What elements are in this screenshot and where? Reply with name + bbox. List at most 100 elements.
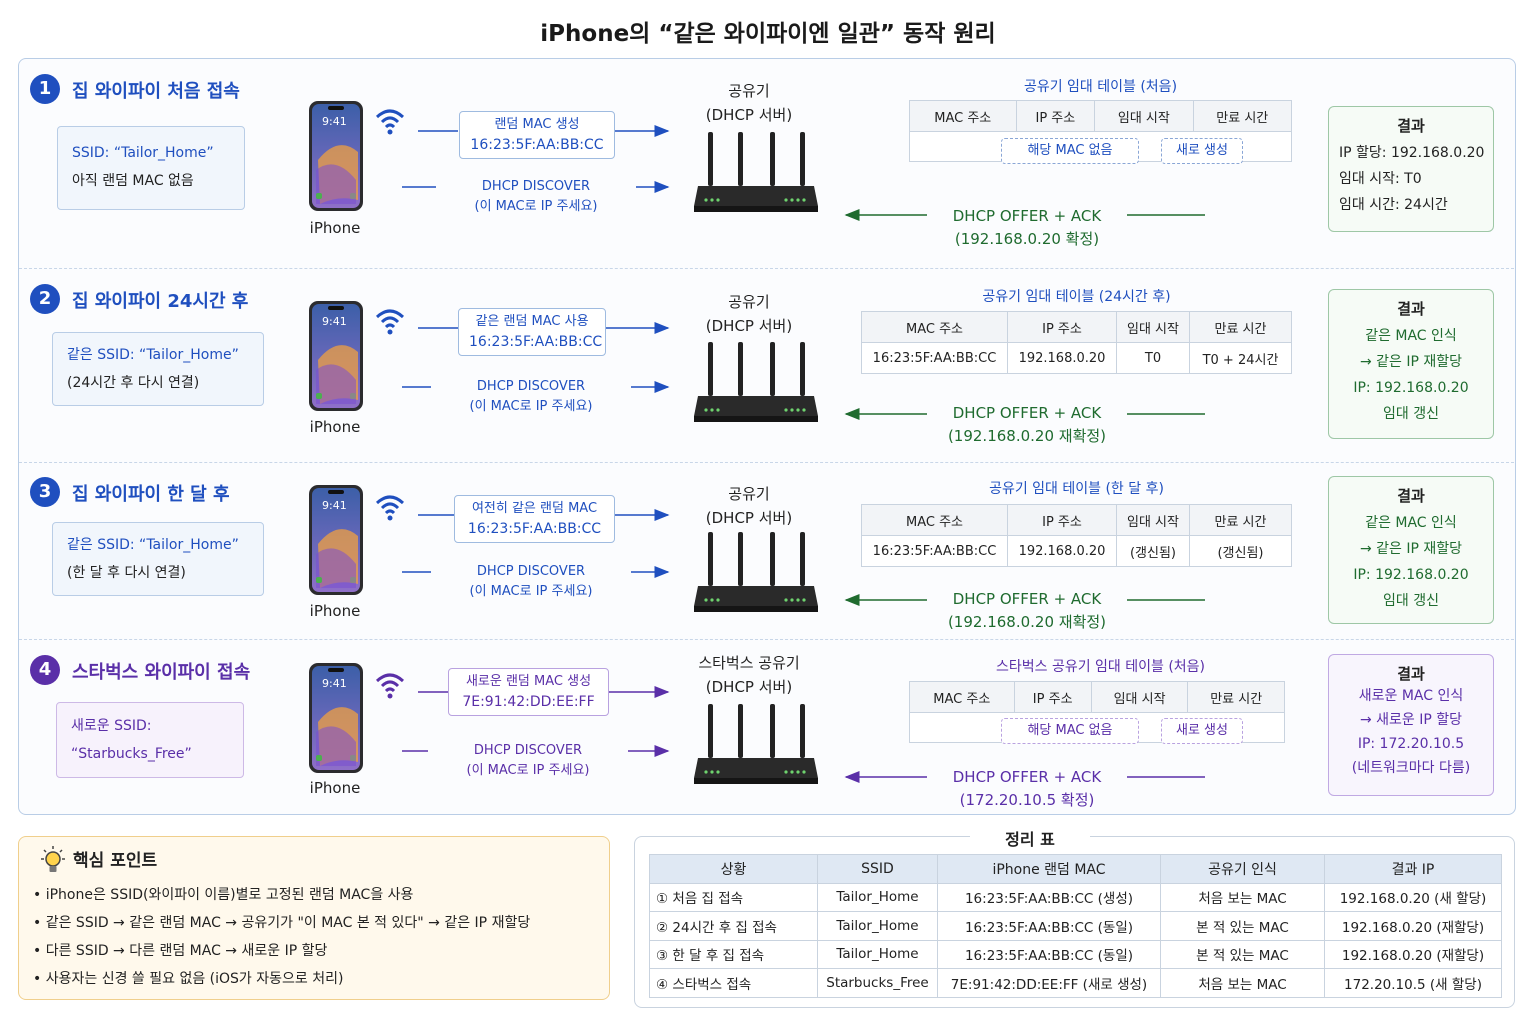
offer-text: DHCP OFFER + ACK bbox=[952, 768, 1102, 786]
offer-text: DHCP OFFER + ACK bbox=[952, 590, 1102, 608]
table-cell: 192.168.0.20 bbox=[1007, 535, 1117, 567]
header-cell: MAC 주소 bbox=[909, 681, 1015, 713]
mac-action: 같은 랜덤 MAC 사용 bbox=[475, 314, 589, 329]
mac-box: 새로운 랜덤 MAC 생성 7E:91:42:DD:EE:FF bbox=[448, 668, 609, 716]
router-icon bbox=[694, 530, 818, 614]
key-points-title: 핵심 포인트 bbox=[73, 851, 158, 871]
result-line: → 같은 IP 재할당 bbox=[1359, 541, 1463, 557]
page-title: iPhone의 “같은 와이파이엔 일관” 동작 원리 bbox=[540, 21, 996, 47]
table-cell: 7E:91:42:DD:EE:FF (새로 생성) bbox=[937, 968, 1161, 998]
step-divider bbox=[19, 639, 1514, 640]
discover-label: DHCP DISCOVER (이 MAC로 IP 주세요) bbox=[431, 562, 631, 602]
ssid-line: 같은 SSID: “Tailor_Home” bbox=[67, 537, 239, 553]
key-point: 다른 SSID → 다른 랜덤 MAC → 새로운 IP 할당 bbox=[33, 937, 595, 965]
phone-clock: 9:41 bbox=[322, 315, 347, 328]
mac-address: 16:23:5F:AA:BB:CC bbox=[470, 137, 604, 153]
table-row: ① 처음 집 접속 Tailor_Home 16:23:5F:AA:BB:CC … bbox=[649, 882, 1502, 912]
lease-table-caption: 공유기 임대 테이블 (24시간 후) bbox=[982, 289, 1171, 305]
mac-box: 랜덤 MAC 생성 16:23:5F:AA:BB:CC bbox=[459, 111, 615, 159]
result-line: 새로운 MAC 인식 bbox=[1358, 688, 1464, 704]
offer-text: DHCP OFFER + ACK bbox=[952, 404, 1102, 422]
result-line: (네트워크마다 다름) bbox=[1351, 760, 1471, 776]
ssid-box: 같은 SSID: “Tailor_Home” (24시간 후 다시 연결) bbox=[52, 332, 264, 406]
result-title: 결과 bbox=[1397, 300, 1425, 318]
result-line: IP: 192.168.0.20 bbox=[1353, 567, 1469, 583]
phone-clock: 9:41 bbox=[322, 677, 347, 690]
summary-title: 정리 표 bbox=[970, 826, 1090, 850]
discover-subtext: (이 MAC로 IP 주세요) bbox=[469, 399, 593, 414]
step-number-badge: 3 bbox=[30, 477, 60, 507]
mac-box: 여전히 같은 랜덤 MAC 16:23:5F:AA:BB:CC bbox=[454, 495, 615, 543]
offer-ip: (192.168.0.20 확정) bbox=[954, 230, 1100, 248]
router-icon bbox=[694, 130, 818, 214]
router-name: 공유기 bbox=[728, 485, 770, 503]
router-role: (DHCP 서버) bbox=[705, 678, 793, 696]
mac-action: 새로운 랜덤 MAC 생성 bbox=[465, 674, 592, 689]
result-line: IP: 192.168.0.20 bbox=[1353, 380, 1469, 396]
table-cell: 16:23:5F:AA:BB:CC (동일) bbox=[937, 939, 1161, 969]
result-line: 임대 시작: T0 bbox=[1339, 171, 1422, 187]
no-mac-tag: 해당 MAC 없음 bbox=[1001, 138, 1139, 164]
step-title: 스타벅스 와이파이 접속 bbox=[72, 662, 251, 683]
step-divider bbox=[19, 268, 1514, 269]
ssid-line: 새로운 SSID: bbox=[71, 718, 152, 734]
step-number-badge: 2 bbox=[30, 284, 60, 314]
table-cell: 처음 보는 MAC bbox=[1160, 882, 1325, 912]
table-cell: 16:23:5F:AA:BB:CC bbox=[861, 342, 1008, 374]
router-label: 공유기 (DHCP 서버) bbox=[669, 79, 829, 127]
offer-label: DHCP OFFER + ACK (172.20.10.5 확정) bbox=[927, 766, 1127, 812]
table-cell: T0 + 24시간 bbox=[1189, 342, 1292, 374]
offer-text: DHCP OFFER + ACK bbox=[952, 207, 1102, 225]
phone-clock: 9:41 bbox=[322, 115, 347, 128]
ssid-box: SSID: “Tailor_Home” 아직 랜덤 MAC 없음 bbox=[57, 126, 245, 210]
step-number-badge: 1 bbox=[30, 74, 60, 104]
result-line: 같은 MAC 인식 bbox=[1365, 515, 1457, 531]
new-entry-tag: 새로 생성 bbox=[1161, 138, 1243, 164]
step-title: 집 와이파이 처음 접속 bbox=[72, 81, 240, 102]
router-label: 공유기 (DHCP 서버) bbox=[669, 290, 829, 338]
table-cell: 192.168.0.20 bbox=[1007, 342, 1117, 374]
step-title: 집 와이파이 한 달 후 bbox=[72, 484, 230, 505]
discover-subtext: (이 MAC로 IP 주세요) bbox=[466, 763, 590, 778]
result-line: IP 할당: 192.168.0.20 bbox=[1339, 145, 1485, 161]
header-cell: 임대 시작 bbox=[1090, 681, 1189, 713]
table-cell: 본 적 있는 MAC bbox=[1160, 939, 1325, 969]
discover-text: DHCP DISCOVER bbox=[481, 179, 591, 194]
offer-label: DHCP OFFER + ACK (192.168.0.20 재확정) bbox=[927, 402, 1127, 448]
table-cell: ④ 스타벅스 접속 bbox=[649, 968, 818, 998]
result-title: 결과 bbox=[1397, 117, 1425, 135]
offer-ip: (192.168.0.20 재확정) bbox=[947, 427, 1107, 445]
table-cell: 16:23:5F:AA:BB:CC (동일) bbox=[937, 911, 1161, 941]
new-entry-tag: 새로 생성 bbox=[1161, 718, 1243, 744]
key-point: 같은 SSID → 같은 랜덤 MAC → 공유기가 "이 MAC 본 적 있다… bbox=[33, 909, 595, 937]
wifi-icon bbox=[375, 673, 405, 699]
discover-label: DHCP DISCOVER (이 MAC로 IP 주세요) bbox=[431, 377, 631, 417]
header-cell: IP 주소 bbox=[1007, 504, 1117, 536]
ssid-line: SSID: “Tailor_Home” bbox=[72, 145, 214, 161]
table-cell: 처음 보는 MAC bbox=[1160, 968, 1325, 998]
table-cell: 192.168.0.20 (재할당) bbox=[1324, 911, 1502, 941]
phone-label: iPhone bbox=[309, 219, 361, 237]
lightbulb-icon bbox=[41, 846, 65, 872]
ssid-box: 새로운 SSID: “Starbucks_Free” bbox=[56, 702, 244, 778]
result-line: IP: 172.20.10.5 bbox=[1357, 736, 1465, 752]
header-cell: MAC 주소 bbox=[861, 504, 1008, 536]
table-row: ② 24시간 후 집 접속 Tailor_Home 16:23:5F:AA:BB… bbox=[649, 911, 1502, 941]
discover-subtext: (이 MAC로 IP 주세요) bbox=[474, 199, 598, 214]
result-title: 결과 bbox=[1397, 665, 1425, 683]
key-point: 사용자는 신경 쓸 필요 없음 (iOS가 자동으로 처리) bbox=[33, 965, 595, 993]
table-cell: 192.168.0.20 (새 할당) bbox=[1324, 882, 1502, 912]
phone-label: iPhone bbox=[309, 418, 361, 436]
step-number-badge: 4 bbox=[30, 655, 60, 685]
no-mac-tag: 해당 MAC 없음 bbox=[1001, 718, 1139, 744]
header-cell: IP 주소 bbox=[1015, 100, 1096, 132]
ssid-box: 같은 SSID: “Tailor_Home” (한 달 후 다시 연결) bbox=[52, 522, 264, 596]
header-cell: 임대 시작 bbox=[1094, 100, 1194, 132]
phone-clock: 9:41 bbox=[322, 499, 347, 512]
result-line: 임대 시간: 24시간 bbox=[1339, 197, 1448, 213]
table-cell: ② 24시간 후 집 접속 bbox=[649, 911, 818, 941]
mac-address: 16:23:5F:AA:BB:CC bbox=[467, 521, 602, 537]
ssid-note: “Starbucks_Free” bbox=[71, 746, 192, 762]
router-icon bbox=[694, 340, 818, 424]
